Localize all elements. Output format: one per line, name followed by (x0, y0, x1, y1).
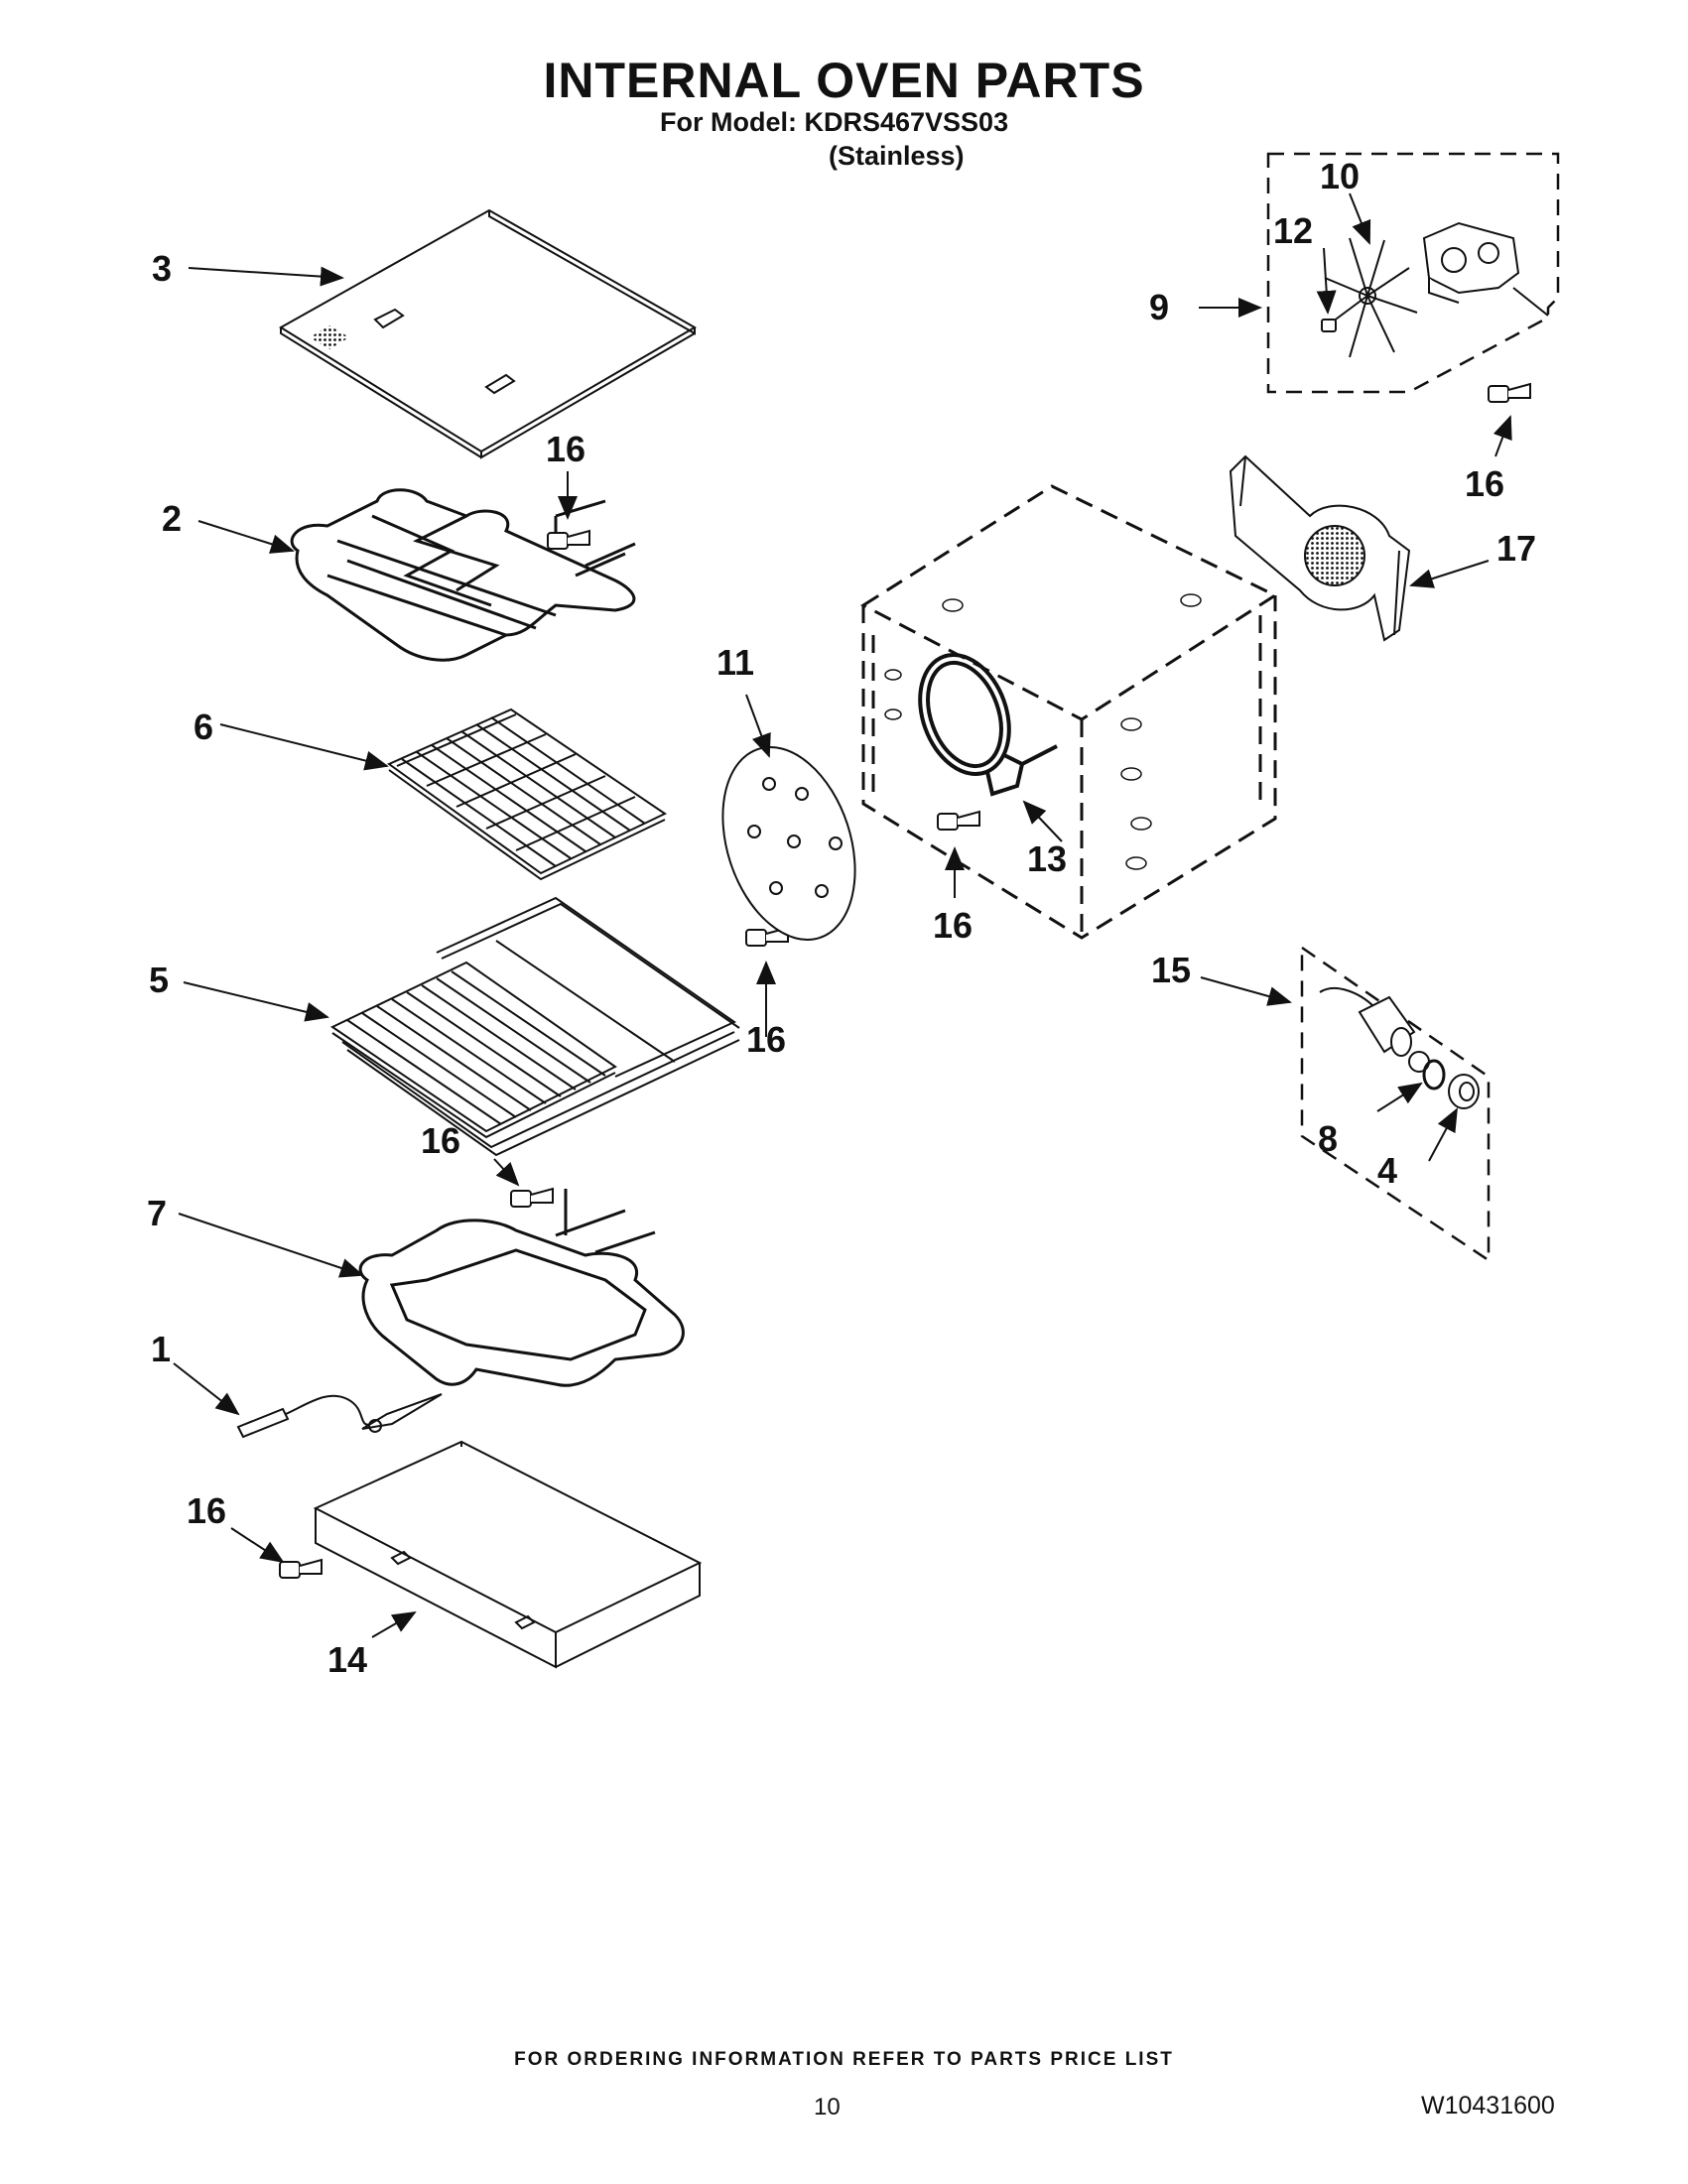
callout-15: 15 (1151, 950, 1191, 990)
leader-lines (173, 193, 1512, 1638)
finish-line: (Stainless) (829, 141, 965, 171)
model-line: For Model: KDRS467VSS03 (660, 107, 1009, 137)
callout-16: 16 (1465, 463, 1504, 504)
part-7-element (358, 1189, 685, 1387)
callout-3: 3 (152, 248, 172, 289)
callout-13: 13 (1027, 838, 1067, 879)
part-1-probe (236, 1393, 443, 1439)
callout-4: 4 (1377, 1150, 1397, 1191)
part-5-glide-rack (330, 896, 740, 1157)
callout-17: 17 (1496, 528, 1536, 569)
callout-labels: 3 2 16 6 5 16 16 7 1 16 14 11 16 13 10 1… (147, 156, 1536, 1680)
cavity-side-holes (884, 593, 1202, 870)
fan-assembly-box (1266, 152, 1560, 394)
callout-9: 9 (1149, 287, 1169, 327)
document-number: W10431600 (1421, 2092, 1555, 2120)
callout-8: 8 (1318, 1118, 1338, 1159)
callout-7: 7 (147, 1193, 167, 1233)
part-17-fan-shroud (1229, 454, 1411, 642)
callout-16: 16 (746, 1019, 786, 1060)
callout-2: 2 (162, 498, 182, 539)
callout-16: 16 (546, 429, 585, 469)
part-13-ring-element (918, 652, 1058, 797)
callout-10: 10 (1320, 156, 1360, 196)
callout-11: 11 (716, 642, 754, 683)
page-title: INTERNAL OVEN PARTS (543, 53, 1145, 108)
callout-16: 16 (187, 1490, 226, 1531)
part-10-fan-blade (1324, 237, 1418, 358)
part-11-baffle-plate (721, 745, 856, 942)
part-4-lens (1448, 1074, 1480, 1109)
callout-16: 16 (933, 905, 973, 946)
ordering-note: FOR ORDERING INFORMATION REFER TO PARTS … (514, 2049, 1174, 2070)
callout-16: 16 (421, 1120, 460, 1161)
fan-motor (1422, 221, 1549, 317)
part-6-rack (387, 707, 668, 881)
part-2-element (290, 488, 636, 662)
light-assembly-box (1300, 945, 1491, 1263)
callout-1: 1 (151, 1329, 171, 1369)
callout-5: 5 (149, 960, 169, 1000)
callout-6: 6 (194, 707, 213, 747)
part-14-bottom-pan (313, 1440, 703, 1669)
part-3-top-panel (279, 208, 698, 459)
part-12-nut (1321, 319, 1337, 332)
lamp-socket (1319, 987, 1430, 1073)
part-8-gasket (1422, 1059, 1446, 1091)
screw-icon (279, 382, 1531, 1579)
callout-12: 12 (1273, 210, 1313, 251)
callout-14: 14 (327, 1639, 367, 1680)
page-number: 10 (814, 2094, 841, 2120)
oven-cavity-outline (859, 484, 1279, 940)
